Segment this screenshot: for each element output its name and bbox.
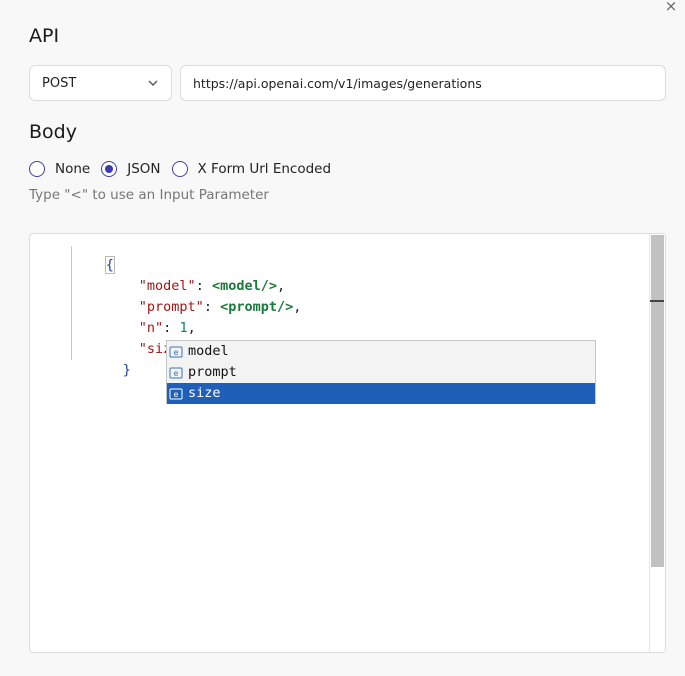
code-line-prompt: "prompt": <prompt/>, xyxy=(90,276,302,339)
variable-icon: e xyxy=(169,367,183,379)
variable-icon: e xyxy=(169,346,183,358)
indent-guide xyxy=(71,246,72,360)
suggestion-size[interactable]: e size xyxy=(167,383,595,404)
suggestion-prompt[interactable]: e prompt xyxy=(167,362,595,383)
close-icon[interactable]: × xyxy=(664,0,678,15)
json-colon: : xyxy=(203,299,221,315)
radio-form-url-encoded[interactable]: X Form Url Encoded xyxy=(171,161,332,177)
chevron-down-icon xyxy=(148,80,158,86)
json-comma: , xyxy=(293,299,302,315)
code-line-close: } xyxy=(74,339,131,402)
variable-icon: e xyxy=(169,388,183,400)
radio-circle-form-url-encoded[interactable] xyxy=(171,161,188,177)
scrollbar-thumb[interactable] xyxy=(651,235,664,567)
json-key: "model" xyxy=(138,278,196,294)
json-value: <prompt/> xyxy=(220,299,294,315)
url-input[interactable] xyxy=(180,65,666,101)
json-key: "prompt" xyxy=(138,299,204,315)
body-section-title: Body xyxy=(29,121,77,143)
svg-text:e: e xyxy=(174,348,179,357)
radio-json[interactable]: JSON xyxy=(101,161,161,177)
code-line-n: "n": 1, xyxy=(90,297,196,360)
radio-label-form-url-encoded: X Form Url Encoded xyxy=(197,161,332,177)
json-comma: , xyxy=(276,278,286,294)
suggestion-model[interactable]: e model xyxy=(167,341,595,362)
radio-label-json: JSON xyxy=(127,161,161,177)
method-select[interactable]: POST xyxy=(29,65,172,101)
svg-text:e: e xyxy=(174,369,179,378)
json-body-editor[interactable]: { "model": <model/>, "prompt": <prompt/>… xyxy=(29,233,666,653)
json-key: "n" xyxy=(138,320,164,336)
close-brace: } xyxy=(122,362,131,378)
body-type-radio-group: None JSON X Form Url Encoded xyxy=(29,159,342,179)
editor-scrollbar[interactable] xyxy=(649,234,665,652)
json-comma: , xyxy=(187,320,196,336)
autocomplete-dropdown: e model e prompt e size xyxy=(166,340,596,404)
json-value: <model/> xyxy=(211,278,277,294)
suggestion-label: model xyxy=(188,343,229,359)
radio-circle-none[interactable] xyxy=(29,161,45,177)
radio-none[interactable]: None xyxy=(29,161,90,177)
json-value: 1 xyxy=(179,320,188,336)
scrollbar-cursor-marker xyxy=(650,300,664,302)
radio-label-none: None xyxy=(55,161,91,177)
json-colon: : xyxy=(163,320,180,336)
method-select-value: POST xyxy=(42,75,77,91)
radio-circle-json[interactable] xyxy=(101,161,118,177)
svg-text:e: e xyxy=(174,390,179,399)
api-section-title: API xyxy=(29,25,60,47)
suggestion-label: size xyxy=(188,385,221,401)
code-line-model: "model": <model/>, xyxy=(90,255,285,318)
suggestion-label: prompt xyxy=(188,364,237,380)
input-parameter-hint: Type "<" to use an Input Parameter xyxy=(29,187,269,203)
code-line-open: { xyxy=(57,234,115,297)
open-brace: { xyxy=(104,256,115,274)
json-colon: : xyxy=(195,278,212,294)
